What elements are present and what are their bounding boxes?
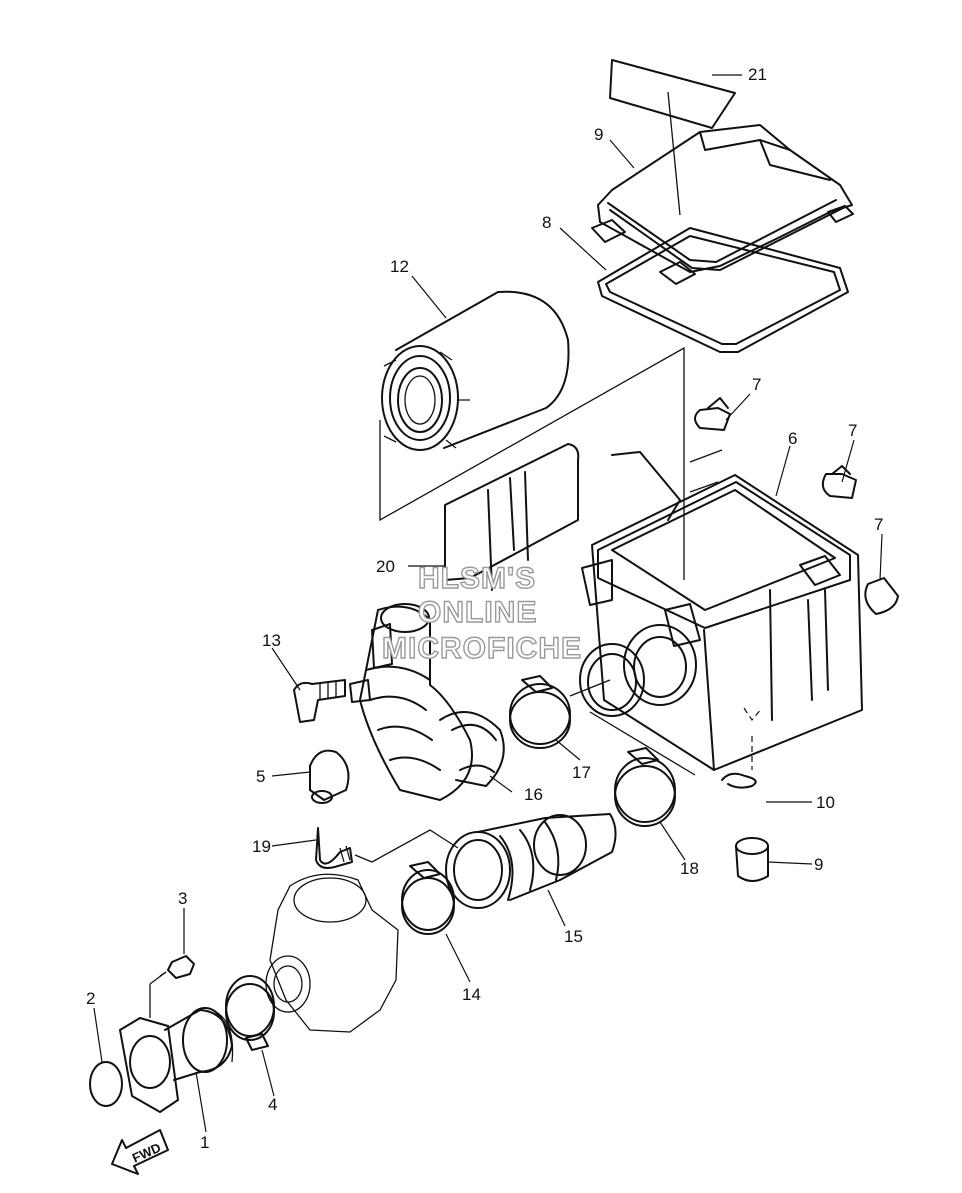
label-sticker-21 <box>609 59 736 129</box>
part-label-7c: 7 <box>874 515 883 534</box>
watermark-line-1: HLSM'S <box>418 562 536 595</box>
air-filter-case-6 <box>579 451 863 771</box>
part-label-2: 2 <box>86 989 95 1008</box>
part-label-6: 6 <box>788 429 797 448</box>
clamp-4 <box>225 975 275 1051</box>
air-filter-element-12 <box>381 290 570 451</box>
part-label-12: 12 <box>390 257 409 276</box>
clip-7a <box>694 397 731 431</box>
hose-clamp-17 <box>509 675 571 749</box>
guide-line-18 <box>569 679 696 776</box>
part-label-7b: 7 <box>848 421 857 440</box>
clip-7c <box>864 577 899 615</box>
part-label-19: 19 <box>252 837 271 856</box>
part-label-18: 18 <box>680 859 699 878</box>
part-label-7a: 7 <box>752 375 761 394</box>
hose-clamp-14 <box>401 861 455 935</box>
part-label-11: 10 <box>816 793 835 812</box>
joint-15 <box>445 813 617 909</box>
part-label-15: 15 <box>564 927 583 946</box>
part-label-14: 14 <box>462 985 481 1004</box>
screw-3 <box>149 955 195 1018</box>
part-label-21: 21 <box>748 65 767 84</box>
part-label-17: 17 <box>572 763 591 782</box>
carburetor-joint-1 <box>119 1007 234 1113</box>
watermark-line-2: ONLINE <box>418 596 537 629</box>
fwd-arrow-icon: FWD <box>111 1129 169 1175</box>
leader-lines <box>93 74 883 1133</box>
part-label-1: 1 <box>200 1133 209 1152</box>
part-label-3: 3 <box>178 889 187 908</box>
elbow-5 <box>309 749 350 804</box>
part-label-13: 13 <box>262 631 281 650</box>
air-box-cover-9 <box>591 124 854 285</box>
element-guide-20 <box>444 443 580 591</box>
part-label-4: 4 <box>268 1095 277 1114</box>
clip-leader-lines <box>689 449 723 493</box>
carburetor-outline <box>265 873 399 1033</box>
part-label-10: 9 <box>814 855 823 874</box>
clamp-11 <box>721 736 757 789</box>
guide-line-12 <box>379 346 685 580</box>
part-label-9: 9 <box>594 125 603 144</box>
part-label-5: 5 <box>256 767 265 786</box>
part-labels: 21 9 8 12 7 6 7 7 20 13 5 16 17 10 19 18… <box>86 65 883 1152</box>
gasket-8 <box>597 227 849 353</box>
part-label-8: 8 <box>542 213 551 232</box>
drain-cap-10 <box>735 837 769 882</box>
guide-line-21 <box>667 91 681 216</box>
inlet-duct-16 <box>349 603 505 801</box>
part-label-16: 16 <box>524 785 543 804</box>
elbow-fitting-13 <box>293 679 346 723</box>
hose-clamp-18 <box>614 747 676 827</box>
breather-pipe-19 <box>315 827 459 869</box>
o-ring-2 <box>89 1061 123 1107</box>
clip-7b <box>821 465 857 499</box>
watermark: HLSM'S ONLINE MICROFICHE <box>381 561 582 665</box>
part-label-20: 20 <box>376 557 395 576</box>
watermark-line-3: MICROFICHE <box>382 632 582 665</box>
